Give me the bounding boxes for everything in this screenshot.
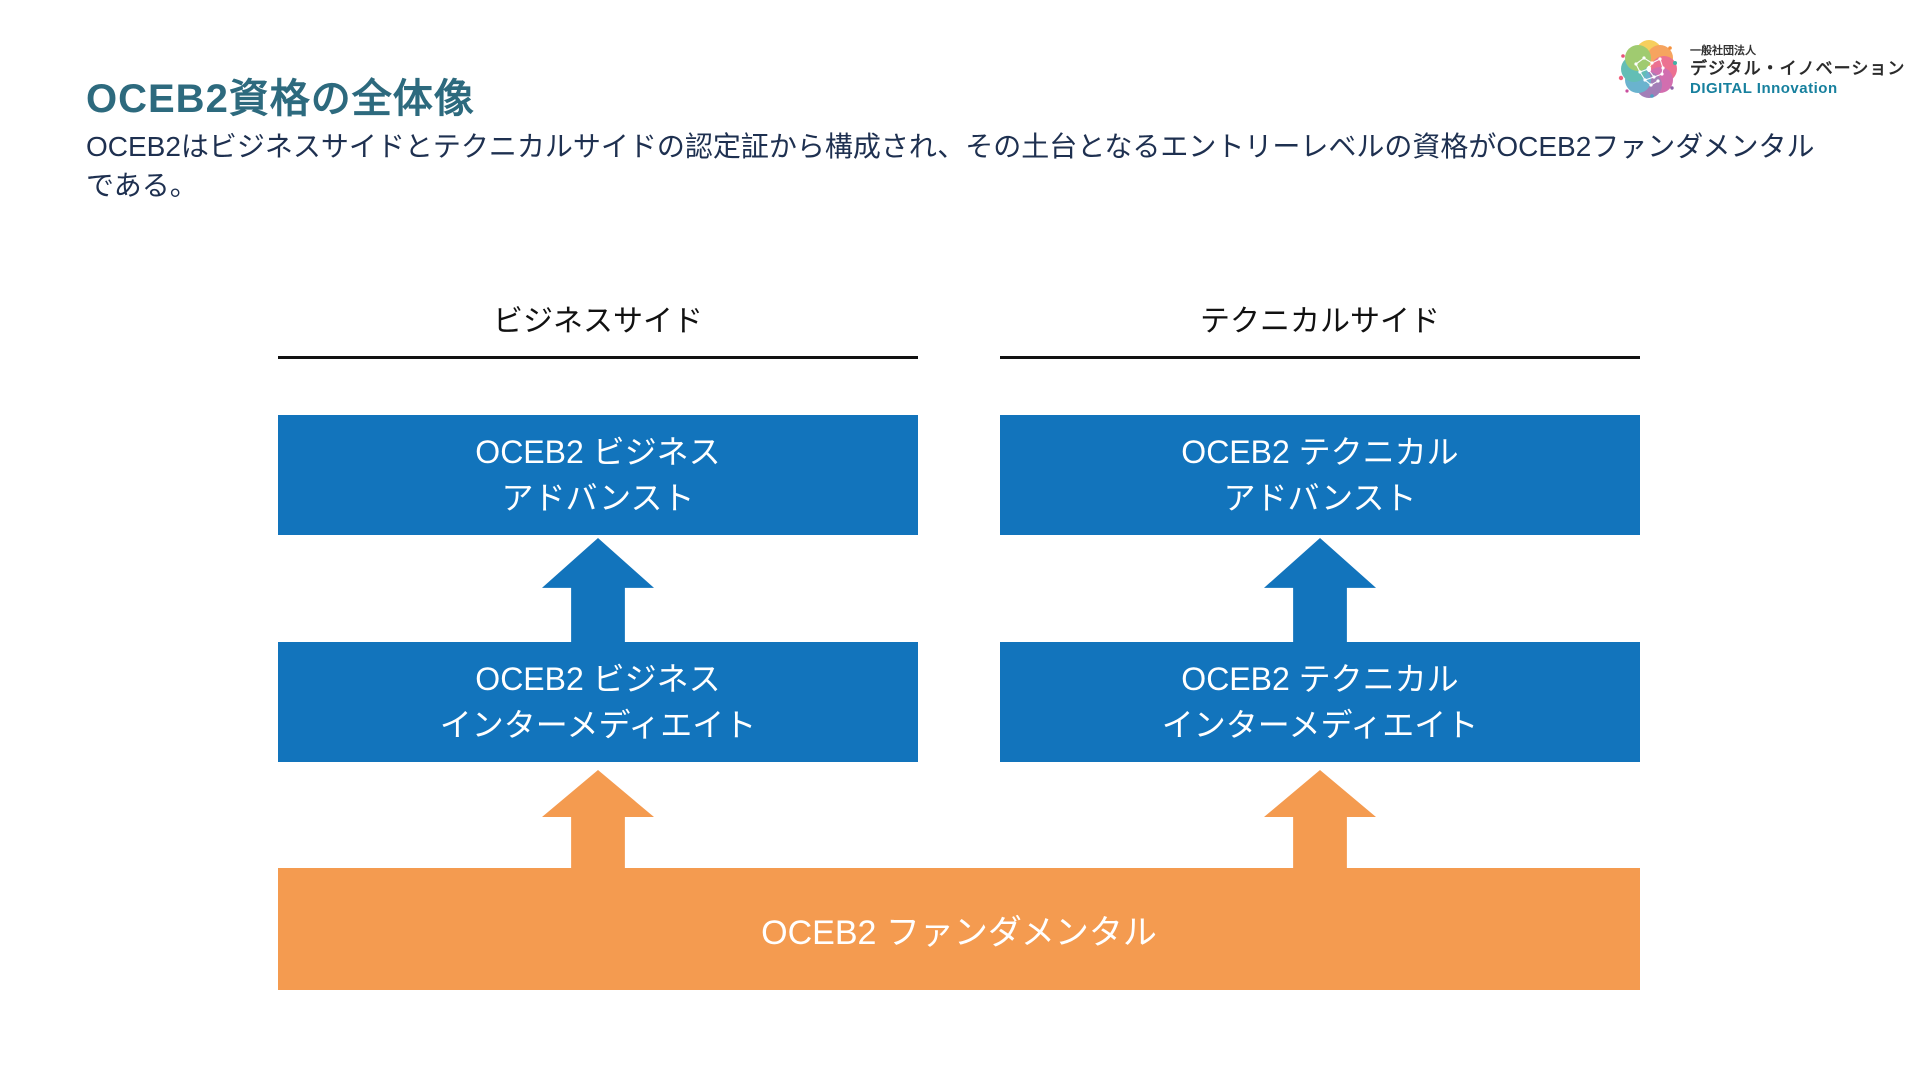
foundation-label: OCEB2 ファンダメンタル: [761, 913, 1157, 952]
business-advanced-line2: アドバンスト: [501, 480, 695, 516]
business-intermediate-line1: OCEB2 ビジネス: [475, 660, 721, 697]
technical-upgrade-arrow-icon: [1264, 538, 1376, 642]
foundation-box: OCEB2 ファンダメンタル: [278, 868, 1640, 990]
logo-text: 一般社団法人 デジタル・イノベーション DIGITAL Innovation: [1690, 45, 1905, 99]
technical-intermediate-line2: インターメディエイト: [1161, 707, 1479, 743]
logo-name-japanese: デジタル・イノベーション: [1690, 59, 1906, 79]
technical-advanced-box: OCEB2 テクニカル アドバンスト: [1000, 415, 1640, 535]
organization-logo: 一般社団法人 デジタル・イノベーション DIGITAL Innovation: [1618, 36, 1905, 107]
logo-organization-type: 一般社団法人: [1690, 44, 1756, 57]
technical-intermediate-box: OCEB2 テクニカル インターメディエイト: [1000, 642, 1640, 762]
page-description: OCEB2はビジネスサイドとテクニカルサイドの認定証から構成され、その土台となる…: [86, 131, 1815, 201]
logo-name-english: DIGITAL Innovation: [1690, 79, 1838, 97]
brain-network-logo-icon: [1618, 36, 1680, 107]
business-column-header: ビジネスサイド: [278, 296, 918, 359]
business-foundation-arrow-icon: [542, 770, 654, 868]
business-upgrade-arrow-icon: [542, 538, 654, 642]
business-intermediate-box: OCEB2 ビジネス インターメディエイト: [278, 642, 918, 762]
technical-advanced-line2: アドバンスト: [1223, 480, 1417, 516]
page-title: OCEB2資格の全体像: [86, 77, 475, 121]
technical-foundation-arrow-icon: [1264, 770, 1376, 868]
business-advanced-box: OCEB2 ビジネス アドバンスト: [278, 415, 918, 535]
business-intermediate-line2: インターメディエイト: [439, 707, 757, 743]
business-advanced-line1: OCEB2 ビジネス: [475, 433, 721, 470]
technical-column-header: テクニカルサイド: [1000, 296, 1640, 359]
technical-advanced-line1: OCEB2 テクニカル: [1181, 433, 1459, 470]
technical-intermediate-line1: OCEB2 テクニカル: [1181, 660, 1459, 697]
